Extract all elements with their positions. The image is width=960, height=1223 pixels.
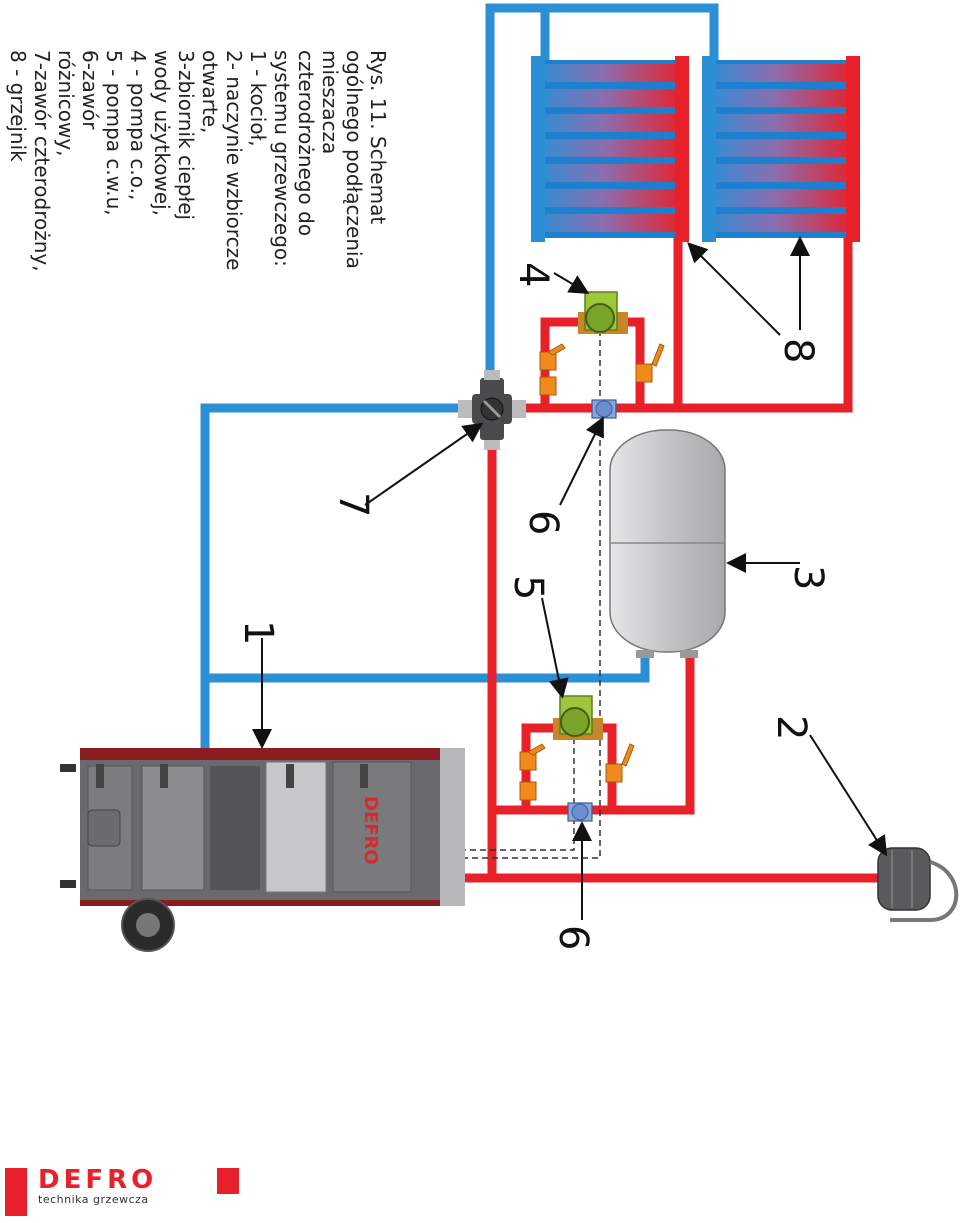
differential-valve-dhw	[567, 802, 593, 822]
number-labels: 1 2 3 4 5 6 6 7 8	[235, 262, 831, 950]
cold-pipe-boiler	[200, 403, 490, 755]
radiator-fin	[535, 89, 685, 107]
caption-line: otwarte,	[198, 50, 222, 134]
pump-dhw	[553, 695, 603, 740]
boiler: DEFRO	[60, 748, 465, 952]
label-8: 8	[775, 338, 821, 363]
cold-pipe-tank	[205, 650, 650, 683]
caption-line: systemu grzewczego:	[270, 50, 294, 267]
boiler-handles	[96, 764, 368, 788]
defro-logo: DEFRO technika grzewcza	[5, 1165, 239, 1216]
label-1: 1	[235, 620, 281, 645]
dhw-tank	[609, 429, 726, 658]
label-3: 3	[785, 565, 831, 590]
radiator-fin	[706, 214, 856, 232]
label-2: 2	[768, 715, 814, 740]
caption-line: 5 - pompa c.w.u,	[102, 50, 126, 216]
ball-valves	[519, 343, 665, 801]
sensor-lines	[465, 330, 601, 859]
hot-pipe-pump5-loop	[521, 723, 617, 815]
boiler-brand: DEFRO	[360, 796, 381, 865]
radiator-fin	[535, 189, 685, 207]
radiator-fin	[706, 189, 856, 207]
differential-valve-ch	[591, 399, 617, 419]
pump-ch	[578, 291, 628, 334]
label-4: 4	[510, 262, 556, 287]
hot-pipe-pump4-loop	[540, 317, 645, 413]
caption-line: 3-zbiornik ciepłej	[174, 50, 198, 221]
four-way-valve	[458, 370, 526, 450]
radiator-fins	[702, 56, 860, 242]
caption-line: czterodrożnego do	[294, 50, 318, 237]
label-5: 5	[505, 575, 551, 600]
hot-pipe-dhw-loop	[487, 650, 695, 815]
radiator-fin	[535, 139, 685, 157]
caption-line: 7-zawór czterodrożny,	[30, 50, 54, 272]
caption-line: Rys. 11. Schemat	[366, 50, 390, 225]
label-6b: 6	[550, 925, 596, 950]
callout-arrows	[252, 236, 888, 920]
radiator-fin	[535, 214, 685, 232]
cold-pipe-radiators	[485, 3, 719, 405]
radiator-fins	[531, 56, 689, 242]
caption-line: 1 - kocioł,	[246, 50, 270, 147]
radiator-fin	[706, 164, 856, 182]
radiator-fin	[706, 114, 856, 132]
caption-line: różnicowy,	[54, 50, 78, 157]
caption-line: 6-zawór	[78, 50, 102, 130]
caption-line: 8 - grzejnik	[6, 50, 30, 162]
expansion-vessel	[877, 847, 959, 922]
caption-line: 4 - pompa c.o.,	[126, 50, 150, 201]
caption-line: mieszacza	[318, 50, 342, 155]
radiator-fin	[706, 139, 856, 157]
label-7: 7	[330, 492, 376, 517]
logo-brand: DEFRO	[38, 1165, 157, 1195]
differential-valves	[567, 399, 617, 822]
caption-line: wody użytkowej,	[150, 50, 174, 217]
radiator-fin	[706, 89, 856, 107]
radiator-fin	[535, 64, 685, 82]
radiators	[531, 56, 860, 242]
radiator-fin	[535, 164, 685, 182]
caption-line: ogólnego podłączenia	[342, 50, 366, 269]
hot-pipe-ch	[500, 235, 853, 413]
radiator-fin	[706, 64, 856, 82]
radiator-fin	[535, 114, 685, 132]
label-6a: 6	[520, 510, 566, 535]
caption-line: 2- naczynie wzbiorcze	[222, 50, 246, 271]
logo-tagline: technika grzewcza	[38, 1193, 149, 1206]
